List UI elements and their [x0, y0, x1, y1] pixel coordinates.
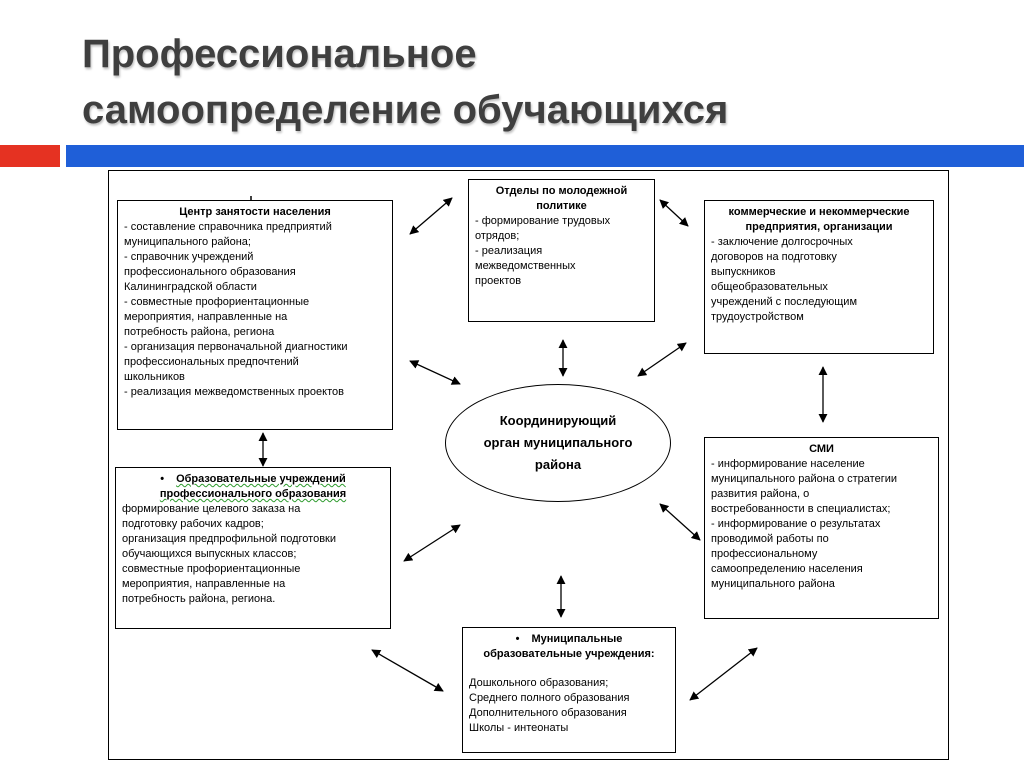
employment-line: муниципального района; [124, 236, 251, 248]
vocational-line: мероприятия, направленные на [122, 578, 286, 590]
vocational-head-2-text: профессионального образования [159, 488, 347, 500]
box-youth-head-2: политике [536, 200, 587, 212]
arrow-municipal-media [689, 647, 758, 701]
vocational-line: формирование целевого заказа на [122, 503, 301, 515]
box-vocational-institutions: Образовательные учреждений профессиональ… [115, 467, 391, 629]
box-commercial-head-1: коммерческие и некоммерческие [728, 206, 910, 218]
employment-line: - справочник учреждений [124, 251, 254, 263]
coordinating-body-label: Координирующий орган муниципального райо… [483, 413, 633, 472]
box-municipal-head-2: образовательные учреждения: [483, 648, 655, 660]
box-vocational-head-2: профессионального образования [122, 487, 384, 502]
commercial-line: трудоустройством [711, 311, 804, 323]
box-municipal-head-1: Муниципальные [469, 632, 669, 647]
media-line: муниципального района о стратегии [711, 473, 897, 485]
municipal-line: Среднего полного образования [469, 692, 630, 704]
box-media-head: СМИ [809, 443, 834, 455]
accent-bar-red [0, 145, 60, 167]
box-vocational-head-1: Образовательные учреждений [122, 472, 384, 487]
box-youth-policy: Отделы по молодежной политике - формиров… [468, 179, 655, 322]
youth-line: - реализация [475, 245, 543, 257]
employment-line: профессионального образования [124, 266, 296, 278]
media-line: - информирование о результатах [711, 518, 881, 530]
title-line-2: самоопределение обучающихся [82, 88, 729, 132]
vocational-line: совместные профориентационные [122, 563, 301, 575]
box-commercial: коммерческие и некоммерческие предприяти… [704, 200, 934, 354]
slide-title: Профессиональное самоопределение обучающ… [82, 26, 982, 138]
box-commercial-head-2: предприятия, организации [745, 221, 893, 233]
vocational-line: организация предпрофильной подготовки [122, 533, 336, 545]
media-line: проводимой работы по [711, 533, 829, 545]
commercial-line: общеобразовательных [711, 281, 828, 293]
arrow-vocational-center [403, 524, 461, 562]
media-line: развития района, о [711, 488, 810, 500]
municipal-line: Школы - интеонаты [469, 722, 569, 734]
youth-line: проектов [475, 275, 522, 287]
employment-line: Калининградской области [124, 281, 257, 293]
vocational-line: подготовку рабочих кадров; [122, 518, 264, 530]
municipal-line: Дополнительного образования [469, 707, 627, 719]
media-line: самоопределению населения [711, 563, 863, 575]
box-employment-center: Центр занятости населения - составление … [117, 200, 393, 430]
vocational-head-1-text: Образовательные учреждений [176, 473, 346, 485]
box-employment-head: Центр занятости населения [179, 206, 331, 218]
media-line: - информирование население [711, 458, 865, 470]
commercial-line: договоров на подготовку [711, 251, 837, 263]
commercial-line: выпускников [711, 266, 776, 278]
arrow-employment-center [409, 360, 461, 385]
coordinating-body-ellipse: Координирующий орган муниципального райо… [445, 384, 671, 502]
youth-line: - формирование трудовых [475, 215, 611, 227]
box-youth-head-1: Отделы по молодежной [495, 185, 628, 197]
arrow-commercial-center [637, 342, 687, 377]
employment-line: школьников [124, 371, 185, 383]
employment-line: - составление справочника предприятий [124, 221, 332, 233]
youth-line: отрядов; [475, 230, 520, 242]
vocational-line: обучающихся выпускных классов; [122, 548, 297, 560]
arrow-youth-commercial [659, 199, 689, 227]
box-media: СМИ - информирование население муниципал… [704, 437, 939, 619]
arrow-center-media [659, 503, 701, 541]
employment-line: - совместные профориентационные [124, 296, 310, 308]
arrow-vocational-municipal [371, 649, 444, 692]
arrow-employment-youth [409, 197, 453, 235]
employment-line: потребность района, региона [124, 326, 275, 338]
commercial-line: - заключение долгосрочных [711, 236, 853, 248]
employment-line: - организация первоначальной диагностики [124, 341, 348, 353]
title-line-1: Профессиональное [82, 32, 477, 76]
box-municipal-institutions: Муниципальные образовательные учреждения… [462, 627, 676, 753]
employment-line: мероприятия, направленные на [124, 311, 288, 323]
vocational-line: потребность района, региона. [122, 593, 276, 605]
media-line: профессиональному [711, 548, 818, 560]
municipal-line: Дошкольного образования; [469, 677, 609, 689]
employment-line: - реализация межведомственных проектов [124, 386, 344, 398]
employment-line: профессиональных предпочтений [124, 356, 299, 368]
media-line: муниципального района [711, 578, 835, 590]
media-line: востребованности в специалистах; [711, 503, 891, 515]
youth-line: межведомственных [475, 260, 576, 272]
commercial-line: учреждений с последующим [711, 296, 858, 308]
accent-bar-blue [66, 145, 1024, 167]
